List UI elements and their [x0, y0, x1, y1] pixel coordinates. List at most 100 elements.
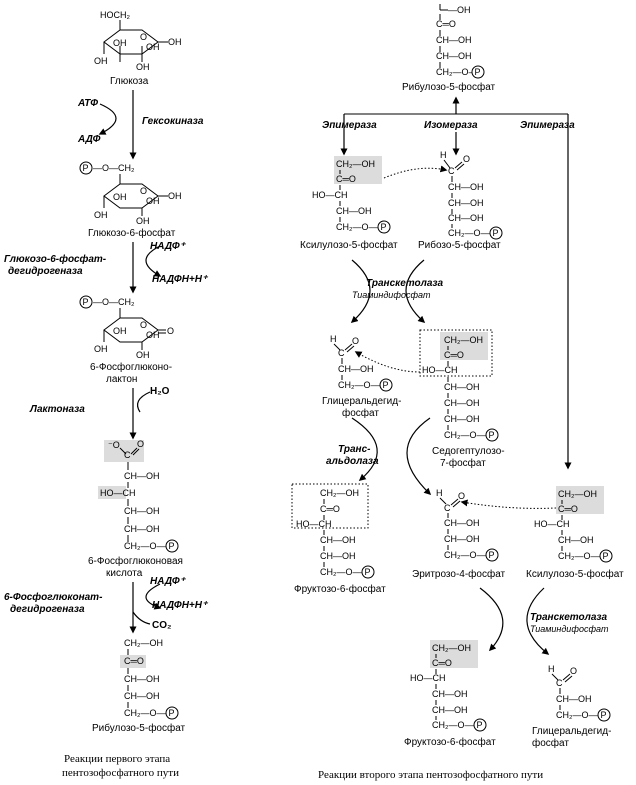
svg-text:O: O [570, 666, 577, 676]
svg-text:CH—OH: CH—OH [124, 471, 160, 481]
label-xylulose5p-b: Ксилулозо-5-фосфат [526, 568, 624, 580]
label-xylulose5p: Ксилулозо-5-фосфат [300, 239, 398, 251]
svg-text:CH—OH: CH—OH [448, 198, 484, 208]
svg-text:C═O: C═O [124, 656, 144, 666]
svg-text:CH₂—O—: CH₂—O— [556, 710, 598, 720]
ribulose5p-structure-2: —OH C═O CH—OH CH—OH CH₂—O— P [436, 4, 485, 79]
svg-text:C═O: C═O [436, 19, 456, 29]
svg-text:CH₂—O—: CH₂—O— [448, 228, 490, 238]
enzyme-hexokinase: Гексокиназа [142, 116, 204, 127]
svg-text:CH—OH: CH—OH [444, 518, 480, 528]
svg-text:CH—OH: CH—OH [444, 398, 480, 408]
enzyme-transketolase-2: Транскетолаза [530, 612, 608, 623]
svg-text:CH—OH: CH—OH [124, 524, 160, 534]
arrow-ta-right [406, 417, 432, 496]
ribose5p-structure: H C O CH—OH CH—OH CH—OH CH₂—O— P [440, 150, 503, 240]
svg-text:CH₂—O—: CH₂—O— [444, 550, 486, 560]
cofactor-water: H₂O [150, 386, 170, 397]
cofactor-nadp-2: НАДФ⁺ [150, 576, 187, 587]
svg-text:C: C [556, 678, 563, 688]
transfer-arrow-1 [383, 165, 448, 179]
svg-text:CH₂—O—: CH₂—O— [444, 430, 486, 440]
enzyme-g6pdh-line1: Глюкозо-6-фосфат- [4, 253, 107, 265]
svg-text:H: H [330, 334, 337, 344]
svg-text:P: P [603, 551, 609, 561]
transfer-arrow-3 [460, 499, 557, 509]
f6p2-structure: CH₂—OH C═O HO—CH CH—OH CH—OH CH₂—O— P [410, 640, 487, 732]
svg-text:C═O: C═O [558, 504, 578, 514]
svg-text:C═O: C═O [320, 504, 340, 514]
svg-text:P: P [169, 541, 175, 551]
arrow-tk2-left [479, 587, 504, 652]
svg-text:⁻O: ⁻O [108, 440, 120, 450]
arrow-ta-left [351, 417, 378, 481]
svg-text:CH₂—O—: CH₂—O— [432, 720, 474, 730]
svg-text:CH—OH: CH—OH [444, 534, 480, 544]
svg-text:CH—OH: CH—OH [432, 689, 468, 699]
svg-text:—O—CH₂: —O—CH₂ [93, 297, 135, 307]
svg-text:OH: OH [136, 62, 150, 72]
svg-text:CH₂—O—: CH₂—O— [558, 551, 600, 561]
label-gap1-line2: фосфат [342, 407, 379, 419]
sedoheptulose7p-structure: CH₂—OH C═O HO—CH CH—OH CH—OH CH—OH CH₂—O… [419, 329, 499, 442]
svg-text:CH—OH: CH—OH [124, 691, 160, 701]
svg-text:C: C [338, 348, 345, 358]
arrow-tk1-right [405, 259, 426, 323]
svg-text:O: O [352, 336, 359, 346]
g6p-structure: P —O—CH₂ O OH OH OH OH OH [79, 161, 182, 226]
arrow-co2 [132, 611, 151, 625]
svg-text:O: O [140, 32, 147, 42]
erythrose4p-structure: H C O CH—OH CH—OH CH₂—O— P [436, 488, 499, 562]
label-gap2-line1: Глицеральдегид- [532, 726, 611, 737]
svg-text:OH: OH [146, 196, 160, 206]
label-pgluconate-line1: 6-Фосфоглюконовая [88, 555, 183, 567]
cofactor-adp: АДФ [77, 134, 101, 145]
svg-text:P: P [169, 708, 175, 718]
svg-text:HO—CH: HO—CH [534, 519, 570, 529]
svg-text:O: O [463, 154, 470, 164]
gap1-structure: H C O CH—OH CH₂—O— P [330, 334, 393, 392]
svg-text:OH: OH [146, 330, 160, 340]
svg-text:CH—OH: CH—OH [436, 35, 472, 45]
svg-text:P: P [381, 222, 387, 232]
cofactor-tpp-1: Тиаминдифосфат [352, 290, 431, 300]
svg-text:O: O [458, 491, 465, 501]
pgluconate-structure: ⁻O C O CH—OH HO—CH CH—OH CH—OH CH₂—O— P [98, 439, 179, 553]
caption-stage2: Реакции второго этапа пентозофосфатного … [318, 769, 543, 781]
f6p1-structure: CH₂—OH C═O HO—CH CH—OH CH—OH CH₂—O— P [291, 483, 375, 579]
cofactor-nadp-1: НАДФ⁺ [150, 241, 187, 252]
svg-text:CH—OH: CH—OH [448, 182, 484, 192]
svg-text:CH₂—O—: CH₂—O— [336, 222, 378, 232]
svg-text:O: O [140, 320, 147, 330]
svg-text:CH₂—OH: CH₂—OH [320, 488, 359, 498]
svg-text:CH₂—O—: CH₂—O— [338, 380, 380, 390]
glucose-structure: HOCH₂ O OH OH OH OH OH [94, 10, 182, 72]
svg-text:P: P [383, 380, 389, 390]
svg-text:CH—OH: CH—OH [124, 674, 160, 684]
enzyme-transaldolase-line2: альдолаза [326, 456, 379, 467]
svg-text:CH₂—O—: CH₂—O— [320, 567, 362, 577]
caption-stage1-line1: Реакции первого этапа [64, 753, 170, 765]
label-glucose: Глюкоза [110, 76, 149, 87]
svg-text:CH—OH: CH—OH [558, 535, 594, 545]
svg-text:CH₂—O—: CH₂—O— [124, 708, 166, 718]
svg-text:P: P [477, 720, 483, 730]
svg-text:CH—OH: CH—OH [320, 551, 356, 561]
xylulose5p-b-structure: CH₂—OH C═O HO—CH CH—OH CH₂—O— P [534, 486, 613, 563]
arrow-water [137, 391, 151, 413]
svg-text:HO—CH: HO—CH [410, 673, 446, 683]
svg-text:CH—OH: CH—OH [436, 51, 472, 61]
enzyme-lactonase: Лактоназа [29, 404, 85, 415]
label-ribose5p: Рибозо-5-фосфат [418, 239, 501, 251]
svg-text:H: H [436, 488, 443, 498]
svg-text:OH: OH [146, 42, 160, 52]
cofactor-tpp-2: Тиаминдифосфат [530, 624, 609, 634]
gap2-structure: H C O CH—OH CH₂—O— P [548, 664, 611, 722]
svg-text:CH—OH: CH—OH [444, 382, 480, 392]
svg-text:C: C [124, 450, 131, 460]
arrow-tk1-left [350, 259, 371, 323]
label-lactone-line1: 6-Фосфоглюконо- [90, 361, 172, 373]
arrow-atp-adp [98, 103, 117, 135]
svg-text:CH—OH: CH—OH [336, 206, 372, 216]
cofactor-nadph-2: НАДФН+Н⁺ [152, 600, 209, 611]
